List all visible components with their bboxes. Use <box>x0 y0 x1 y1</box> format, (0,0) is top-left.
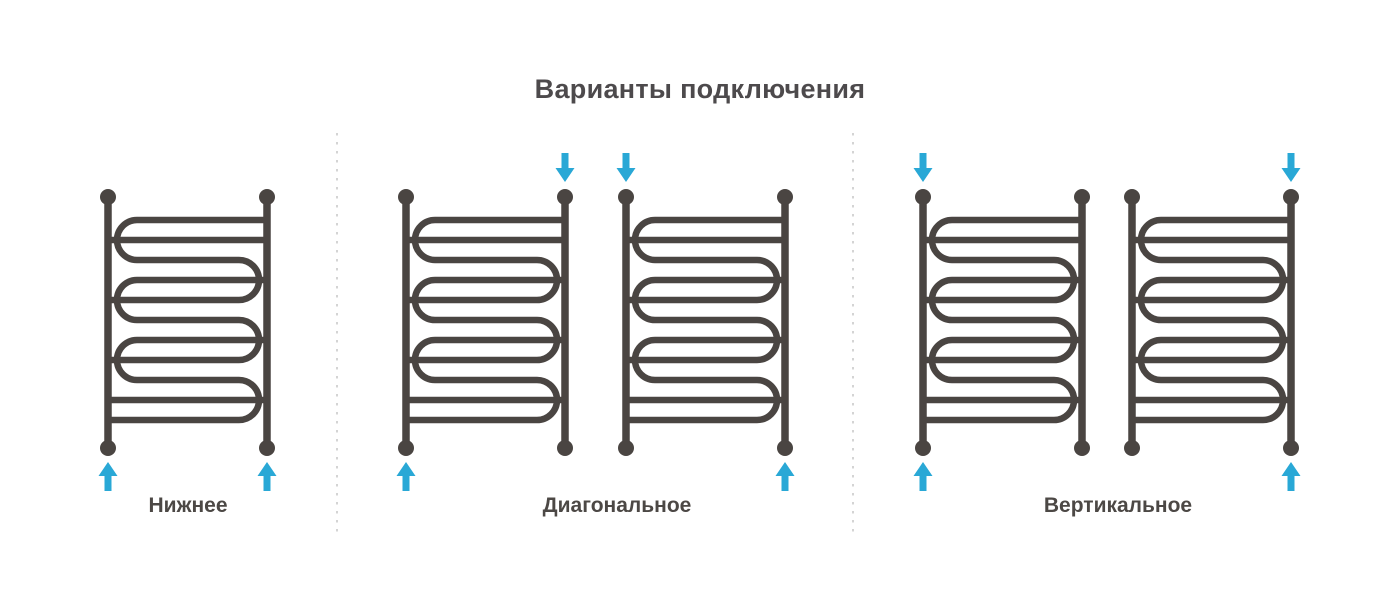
section-label-vertical: Вертикальное <box>1043 494 1193 517</box>
pipe-end-cap <box>618 189 634 205</box>
serpentine-coil <box>923 216 1082 424</box>
pipe-end-cap <box>777 440 793 456</box>
flow-arrow-bottom-left-up <box>396 462 416 491</box>
flow-arrow-top-right-down <box>1281 153 1301 182</box>
section-divider <box>336 133 338 533</box>
flow-arrow-bottom-left-up <box>913 462 933 491</box>
radiator-diagram-vertical-1 <box>905 148 1101 500</box>
flow-arrow-top-right-down <box>555 153 575 182</box>
flow-arrow-bottom-right-up <box>775 462 795 491</box>
radiator-diagram-bottom <box>90 148 286 500</box>
pipe-end-cap <box>1074 189 1090 205</box>
serpentine-coil <box>108 216 267 424</box>
flow-arrow-bottom-right-up <box>257 462 277 491</box>
flow-arrow-top-left-down <box>616 153 636 182</box>
flow-arrow-top-left-down <box>913 153 933 182</box>
pipe-end-cap <box>398 189 414 205</box>
serpentine-coil <box>1132 216 1291 424</box>
pipe-end-cap <box>1283 440 1299 456</box>
section-label-bottom: Нижнее <box>148 494 228 517</box>
pipe-end-cap <box>618 440 634 456</box>
pipe-end-cap <box>557 440 573 456</box>
pipe-end-cap <box>100 189 116 205</box>
pipe-end-cap <box>1074 440 1090 456</box>
serpentine-coil <box>406 216 565 424</box>
pipe-end-cap <box>259 189 275 205</box>
page-title: Варианты подключения <box>534 74 866 104</box>
radiator-diagram-diagonal-2 <box>608 148 804 500</box>
pipe-end-cap <box>1124 440 1140 456</box>
pipe-end-cap <box>100 440 116 456</box>
radiator-diagram-vertical-2 <box>1114 148 1310 500</box>
pipe-end-cap <box>915 189 931 205</box>
section-label-diagonal: Диагональное <box>542 494 692 517</box>
radiator-diagram-diagonal-1 <box>388 148 584 500</box>
pipe-end-cap <box>1283 189 1299 205</box>
pipe-end-cap <box>777 189 793 205</box>
pipe-end-cap <box>398 440 414 456</box>
pipe-end-cap <box>259 440 275 456</box>
serpentine-coil <box>626 216 785 424</box>
section-divider <box>852 133 854 533</box>
pipe-end-cap <box>915 440 931 456</box>
pipe-end-cap <box>557 189 573 205</box>
flow-arrow-bottom-left-up <box>98 462 118 491</box>
pipe-end-cap <box>1124 189 1140 205</box>
flow-arrow-bottom-right-up <box>1281 462 1301 491</box>
